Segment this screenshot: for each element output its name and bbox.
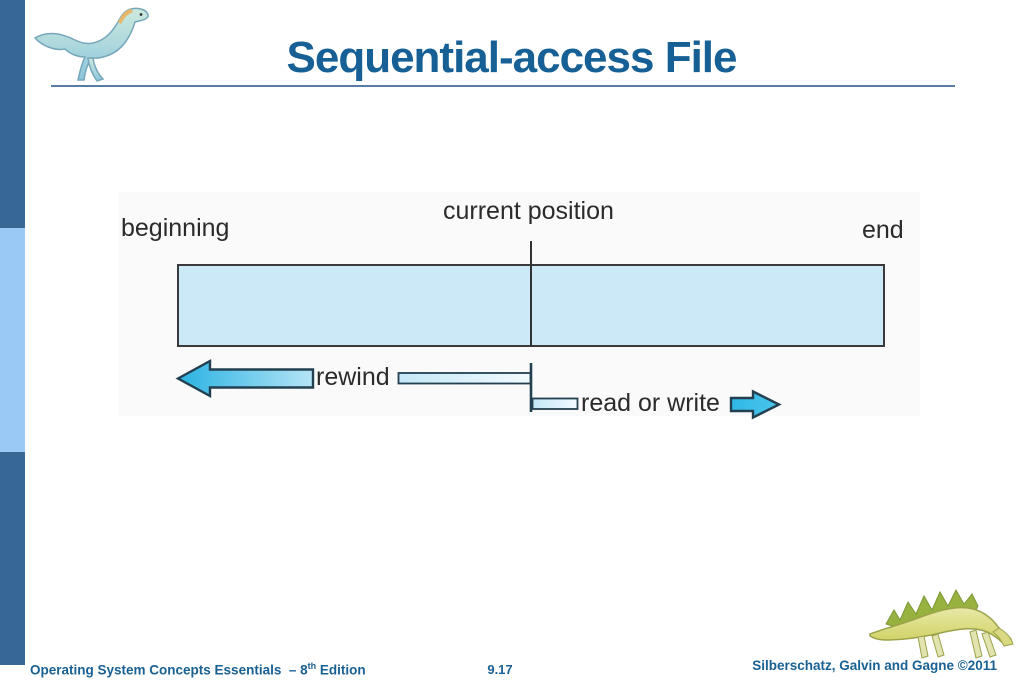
rewind-track-bar bbox=[397, 372, 532, 385]
label-read-or-write: read or write bbox=[581, 389, 720, 417]
footer-page-number: 9.17 bbox=[487, 662, 513, 677]
label-beginning: beginning bbox=[121, 214, 230, 242]
page-title: Sequential-access File bbox=[286, 33, 738, 82]
sidebar-accent-middle bbox=[0, 228, 25, 452]
label-current-position: current position bbox=[443, 197, 614, 225]
label-rewind: rewind bbox=[316, 363, 390, 391]
current-position-line bbox=[530, 241, 532, 347]
rewind-arrow-icon bbox=[175, 358, 315, 399]
footer-ordinal-sup: th bbox=[307, 660, 317, 671]
file-access-arrows bbox=[175, 358, 782, 420]
footer-book-title: Operating System Concepts Essentials – 8… bbox=[30, 661, 366, 678]
label-end: end bbox=[862, 216, 904, 244]
footer-edition-text: Edition bbox=[316, 662, 366, 677]
read-write-arrow-icon bbox=[729, 389, 782, 420]
title-underline bbox=[51, 85, 955, 87]
footer-book-title-text: Operating System Concepts Essentials – 8 bbox=[30, 662, 308, 677]
footer-authors: Silberschatz, Galvin and Gagne ©2011 bbox=[752, 658, 997, 673]
sidebar-accent-bottom bbox=[0, 452, 25, 665]
sidebar-accent-top bbox=[0, 0, 25, 228]
header-dinosaur-icon bbox=[33, 7, 149, 82]
read-write-track-bar bbox=[531, 397, 579, 410]
footer-dinosaur-icon bbox=[869, 588, 1014, 659]
